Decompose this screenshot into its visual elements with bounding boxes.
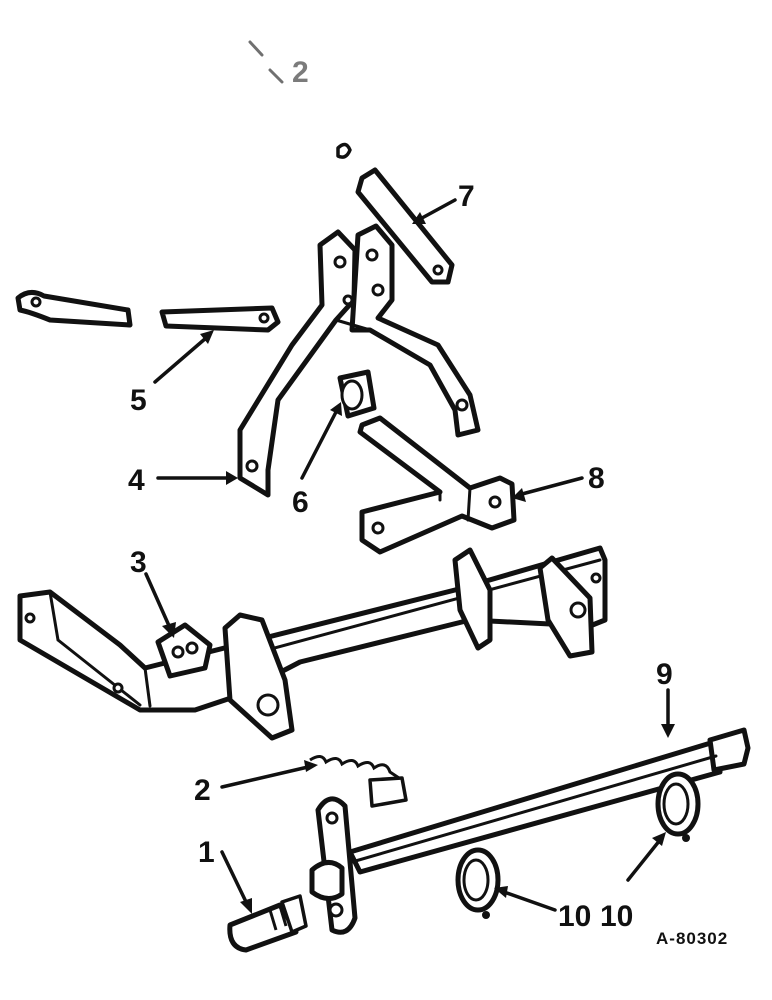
callout-6: 6 (292, 486, 309, 519)
callout-9: 9 (656, 658, 673, 691)
callout-8: 8 (588, 462, 605, 495)
part-4-mast (237, 223, 481, 498)
part-5-strap-left (15, 290, 133, 328)
small-pin (336, 142, 352, 159)
part-1-bolt (227, 894, 308, 953)
callout-labels: 1 2 3 4 5 6 7 8 9 10 10 (128, 180, 673, 933)
part-10-bearing-left (455, 847, 501, 919)
callout-3: 3 (130, 546, 147, 579)
part-7-link (355, 167, 455, 285)
shaft-lever (309, 796, 358, 935)
callout-10-left: 10 (558, 900, 591, 933)
callout-2: 2 (194, 774, 211, 807)
part-8-bracket (357, 415, 517, 555)
part-3-frame (17, 545, 608, 741)
callout-7: 7 (458, 180, 475, 213)
callout-10-right: 10 (600, 900, 633, 933)
faint-mark-label: 2 (292, 56, 309, 89)
callout-1: 1 (198, 836, 215, 869)
callout-4: 4 (128, 464, 145, 497)
part-2-spring (309, 755, 408, 808)
drawing-number: A-80302 (656, 929, 728, 948)
faint-mark: 2 (248, 40, 309, 89)
callout-5: 5 (130, 384, 147, 417)
part-6-bushing (337, 369, 377, 419)
leader-lines (144, 198, 675, 914)
part-5-strap-right (159, 305, 281, 333)
part-9-shaft (347, 727, 751, 875)
part-10-bearing-right (655, 771, 701, 842)
